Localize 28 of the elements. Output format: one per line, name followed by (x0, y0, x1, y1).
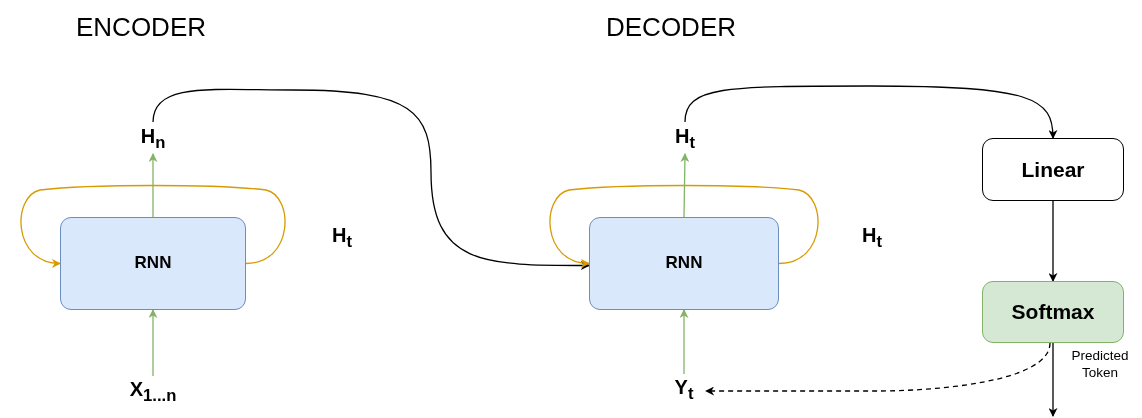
arrow (1048, 342, 1058, 417)
loop-arrow (20, 184, 286, 267)
hidden-state-label: H$_{n}$ (140, 125, 166, 153)
linear-box (982, 138, 1124, 201)
box-label: RNN (134, 254, 172, 273)
softmax-box (982, 281, 1124, 343)
curved-arrow (152, 88, 590, 270)
hidden-state-label: H$_{t}$ (675, 125, 695, 153)
arrow (680, 153, 690, 218)
output-label: Y$_{t}$ (674, 376, 694, 404)
box-label: Linear (1021, 157, 1085, 182)
hidden-state-label: H$_{t}$ (332, 224, 352, 252)
arrow (148, 153, 158, 218)
arrow (148, 309, 158, 377)
rnn-box (60, 217, 246, 310)
rnn-box (589, 217, 779, 310)
box-label: Softmax (1011, 300, 1095, 324)
arrow (1048, 200, 1058, 282)
arrow (679, 309, 689, 375)
loop-arrow (549, 184, 819, 267)
box-label: RNN (665, 254, 703, 273)
edge-label: Predicted Token (1070, 348, 1130, 382)
curved-arrow (684, 85, 1058, 139)
hidden-state-label: H$_{t}$ (862, 224, 882, 252)
dashed-arrow (705, 342, 1051, 396)
input-label: X$_{1...n}$ (129, 378, 177, 406)
section-heading: ENCODER (76, 12, 206, 43)
section-heading: DECODER (606, 12, 736, 43)
